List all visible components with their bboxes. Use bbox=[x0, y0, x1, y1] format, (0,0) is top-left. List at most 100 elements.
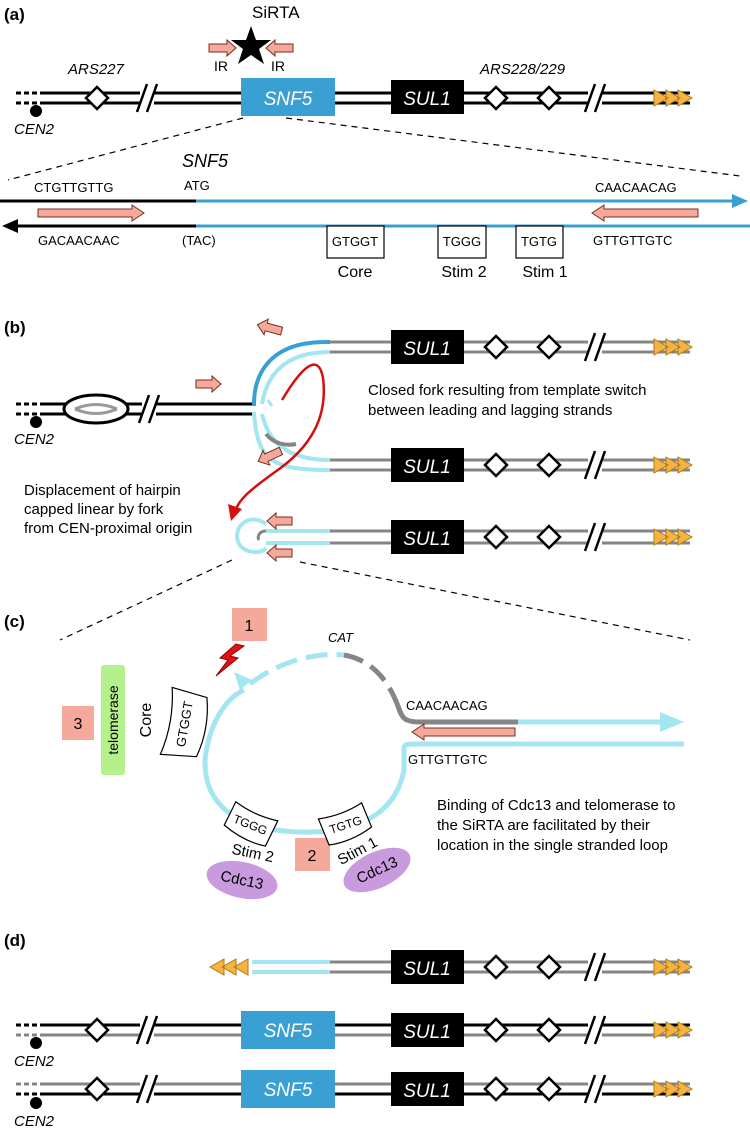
ars-b1-icon bbox=[483, 334, 509, 360]
ars-b5-icon bbox=[483, 524, 509, 550]
sul1-b-top-box bbox=[391, 330, 464, 364]
sul1-gene-label: SUL1 bbox=[403, 89, 451, 110]
hairpin-linear bbox=[235, 517, 690, 555]
loop-stim2-box bbox=[223, 800, 279, 847]
seq-top-right: CAACAACAG bbox=[595, 180, 677, 195]
stim2-box bbox=[437, 225, 487, 259]
seq-top-left: CTGTTGTTG bbox=[34, 180, 113, 195]
ars-d4-icon bbox=[483, 1017, 509, 1043]
snf5-d-mid-label: SNF5 bbox=[264, 1021, 313, 1042]
step3-box bbox=[62, 706, 94, 740]
panel-a-chromosome bbox=[14, 83, 690, 113]
cen2-d-mid-label: CEN2 bbox=[14, 1053, 55, 1070]
centromere-icon bbox=[30, 105, 42, 117]
sul1-d-bot-box bbox=[391, 1072, 464, 1106]
step1-label: 1 bbox=[245, 618, 254, 635]
sul1-b-hairpin-label: SUL1 bbox=[403, 529, 451, 550]
loop-arrowhead-icon bbox=[234, 672, 252, 690]
centromere-d-mid-icon bbox=[30, 1037, 42, 1049]
sul1-b-bottom-label: SUL1 bbox=[403, 457, 451, 478]
ir-zoom-left-arrow-icon bbox=[37, 204, 145, 222]
cen2-b-label: CEN2 bbox=[14, 431, 55, 448]
centromere-d-bot-icon bbox=[30, 1097, 42, 1109]
stim2-box-seq: TGGG bbox=[443, 234, 481, 249]
snf5-d-bot-box bbox=[241, 1070, 335, 1108]
ars-d2-icon bbox=[536, 954, 562, 980]
ars-b6-icon bbox=[536, 524, 562, 550]
closed-fork-text-1: Closed fork resulting from template swit… bbox=[368, 382, 646, 399]
lightning-icon bbox=[215, 643, 246, 677]
binding-text-2: the SiRTA are facilitated by their bbox=[437, 817, 650, 834]
loop-ir-arrow-icon bbox=[411, 723, 516, 741]
atg-label: ATG bbox=[184, 178, 210, 193]
core-box bbox=[326, 225, 385, 259]
displacement-text-2: capped linear by fork bbox=[24, 501, 164, 518]
cat-label: CAT bbox=[328, 630, 354, 645]
step3-label: 3 bbox=[74, 716, 83, 733]
ars-d8-icon bbox=[536, 1076, 562, 1102]
loop-seq-bottom: GTTGTTGTC bbox=[408, 752, 487, 767]
loop-core-label: Core bbox=[138, 703, 155, 738]
ars-b4-icon bbox=[536, 452, 562, 478]
ars228-diamond-icon bbox=[483, 85, 509, 111]
zoom-c-line-right bbox=[299, 561, 691, 641]
stim1-label: Stim 1 bbox=[522, 264, 567, 281]
displacement-arrow bbox=[233, 363, 326, 513]
panel-c-label: (c) bbox=[4, 612, 25, 631]
closed-fork-text-2: between leading and lagging strands bbox=[368, 402, 612, 419]
sul1-b-hairpin-box bbox=[391, 520, 464, 554]
sul1-d-top-label: SUL1 bbox=[403, 959, 451, 980]
displacement-text-3: from CEN-proximal origin bbox=[24, 520, 192, 537]
panel-b-left-chromosome bbox=[14, 393, 252, 425]
cdc13-right bbox=[343, 847, 411, 893]
stim1-box-seq: TGTG bbox=[521, 234, 557, 249]
fork-arrow-left-icon bbox=[195, 374, 222, 394]
ars-d7-icon bbox=[483, 1076, 509, 1102]
ars-b3-icon bbox=[483, 452, 509, 478]
healed-chromosome bbox=[252, 952, 690, 982]
core-box-seq: GTGGT bbox=[332, 234, 378, 249]
ir-left-label: IR bbox=[214, 58, 228, 74]
telomerase-label: telomerase bbox=[105, 685, 121, 754]
ars-d1-icon bbox=[483, 954, 509, 980]
telomerase-box bbox=[101, 665, 125, 775]
ars-d6-icon bbox=[84, 1076, 110, 1102]
snf5-d-bot-label: SNF5 bbox=[264, 1080, 313, 1101]
new-telomere-icon bbox=[209, 958, 249, 976]
step2-box bbox=[295, 838, 330, 871]
tac-label: (TAC) bbox=[182, 233, 216, 248]
seq-bottom-right: GTTGTTGTC bbox=[593, 233, 672, 248]
cen2-label: CEN2 bbox=[14, 121, 55, 138]
displacement-arrowhead-icon bbox=[228, 504, 242, 521]
sirta-label: SiRTA bbox=[252, 3, 300, 22]
sirta-star-icon bbox=[231, 26, 271, 64]
centromere-b-icon bbox=[30, 416, 42, 428]
bottom-arm bbox=[330, 450, 690, 480]
panel-b-label: (b) bbox=[4, 318, 26, 337]
panel-a-label: (a) bbox=[4, 5, 25, 24]
sul1-b-bottom-box bbox=[391, 448, 464, 482]
sul1-gene-box bbox=[391, 80, 464, 114]
snf5-d-mid-box bbox=[241, 1011, 335, 1049]
loop-seq-top: CAACAACAG bbox=[406, 698, 488, 713]
cen2-d-bot-label: CEN2 bbox=[14, 1113, 55, 1130]
sul1-d-mid-label: SUL1 bbox=[403, 1022, 451, 1043]
sul1-d-bot-label: SUL1 bbox=[403, 1081, 451, 1102]
sul1-d-top-box bbox=[391, 950, 464, 984]
ars227-label: ARS227 bbox=[67, 61, 125, 78]
binding-text-1: Binding of Cdc13 and telomerase to bbox=[437, 797, 675, 814]
top-arm bbox=[330, 332, 690, 362]
hairpin-arrow-top-icon bbox=[266, 511, 293, 531]
stim2-label: Stim 2 bbox=[441, 264, 486, 281]
ars227-diamond-icon bbox=[84, 85, 110, 111]
ir-left-arrow-icon bbox=[208, 38, 237, 58]
core-label: Core bbox=[338, 264, 373, 281]
sul1-d-mid-box bbox=[391, 1013, 464, 1047]
step2-label: 2 bbox=[308, 848, 317, 865]
chromosome-d-bottom bbox=[14, 1074, 690, 1104]
zoom-line-left bbox=[7, 117, 244, 181]
stim1-box bbox=[515, 225, 564, 259]
fork-arrow-bottom-icon bbox=[257, 446, 284, 466]
hairpin-arrow-bottom-icon bbox=[266, 543, 293, 563]
loop-core-box bbox=[159, 686, 208, 758]
